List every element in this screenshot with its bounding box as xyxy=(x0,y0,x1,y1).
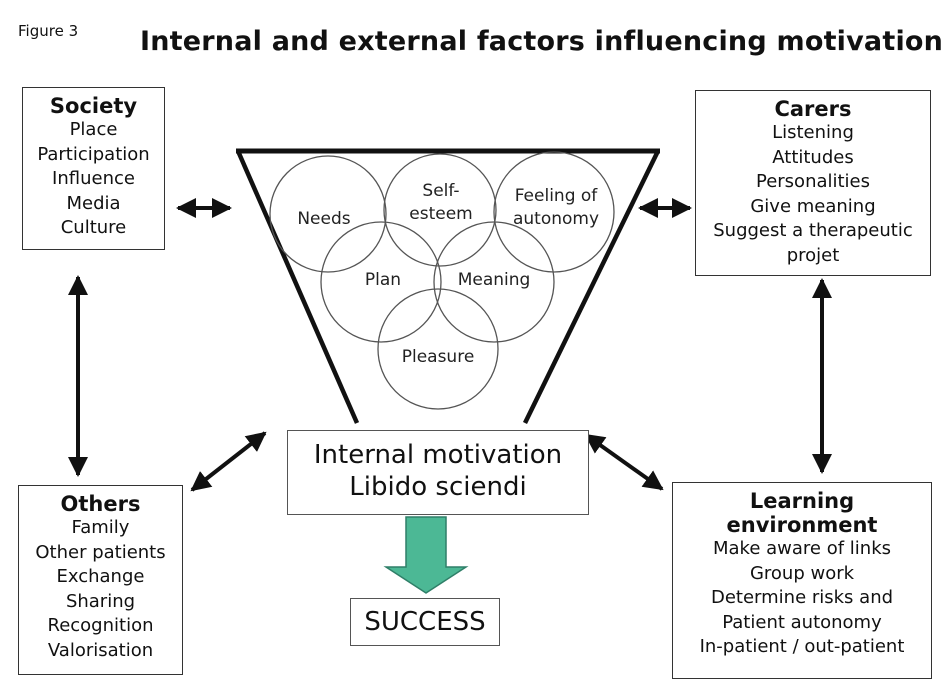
learning-heading-line2: environment xyxy=(726,513,878,537)
diagram-title: Internal and external factors influencin… xyxy=(140,26,944,57)
carers-heading: Carers xyxy=(774,97,852,121)
others-item: Other patients xyxy=(35,541,166,563)
funnel-right-edge xyxy=(522,150,661,424)
others-item: Recognition xyxy=(47,615,154,636)
autonomy-label-line2: autonomy xyxy=(513,209,599,229)
meaning-label: Meaning xyxy=(458,270,531,290)
learning-item: In-patient / out-patient xyxy=(699,636,905,657)
carers-box: Carers Listening Attitudes Personalities… xyxy=(695,90,931,276)
success-arrow xyxy=(383,516,469,594)
society-item: Place xyxy=(69,119,118,140)
carers-item: Give meaning xyxy=(750,195,876,217)
others-item: Exchange xyxy=(56,566,145,587)
funnel xyxy=(235,148,661,424)
learning-environment-box: Learning environment Make aware of links… xyxy=(672,482,932,679)
carers-item: Suggest a therapeutic xyxy=(713,220,913,241)
plan-circle xyxy=(320,221,442,343)
pleasure-circle xyxy=(377,288,499,410)
learning-item: Make aware of links xyxy=(712,538,891,559)
others-heading: Others xyxy=(60,492,141,516)
learning-item: Group work xyxy=(749,562,855,584)
others-item: Valorisation xyxy=(47,639,154,661)
society-item: Participation xyxy=(37,143,150,165)
society-heading: Society xyxy=(49,94,138,118)
autonomy-label-line1: Feeling of xyxy=(515,186,599,206)
society-item: Media xyxy=(66,192,121,214)
plan-label: Plan xyxy=(365,270,401,290)
self-esteem-circle xyxy=(383,153,497,267)
others-item: Family xyxy=(71,517,130,538)
needs-label: Needs xyxy=(297,209,350,229)
others-item: Sharing xyxy=(65,590,136,612)
figure-label: Figure 3 xyxy=(18,22,79,40)
society-item: Influence xyxy=(52,168,135,189)
internal-learning-arrow xyxy=(584,433,664,491)
carers-item: projet xyxy=(786,244,840,266)
self-esteem-label-line2: esteem xyxy=(409,204,472,224)
success-box: SUCCESS xyxy=(350,598,500,646)
pleasure-label: Pleasure xyxy=(402,347,475,367)
learning-item: Determine risks and xyxy=(710,587,894,608)
learning-heading-line1: Learning xyxy=(749,489,855,513)
carers-item: Attitudes xyxy=(772,146,854,168)
internal-motivation-label: Internal motivation xyxy=(313,440,563,470)
self-esteem-label-line1: Self- xyxy=(422,181,459,201)
internal-motivation-box: Internal motivation Libido sciendi xyxy=(287,430,589,515)
learning-item: Patient autonomy xyxy=(722,611,882,633)
libido-sciendi-label: Libido sciendi xyxy=(349,472,527,502)
autonomy-circle xyxy=(493,151,615,273)
meaning-circle xyxy=(433,221,555,343)
society-item: Culture xyxy=(60,217,127,238)
society-box: Society Place Participation Influence Me… xyxy=(22,87,165,250)
carers-item: Personalities xyxy=(755,171,871,192)
others-internal-arrow xyxy=(190,431,267,492)
others-box: Others Family Other patients Exchange Sh… xyxy=(18,485,183,675)
carers-item: Listening xyxy=(772,122,854,143)
needs-circle xyxy=(269,155,387,273)
funnel-left-edge xyxy=(235,150,360,424)
